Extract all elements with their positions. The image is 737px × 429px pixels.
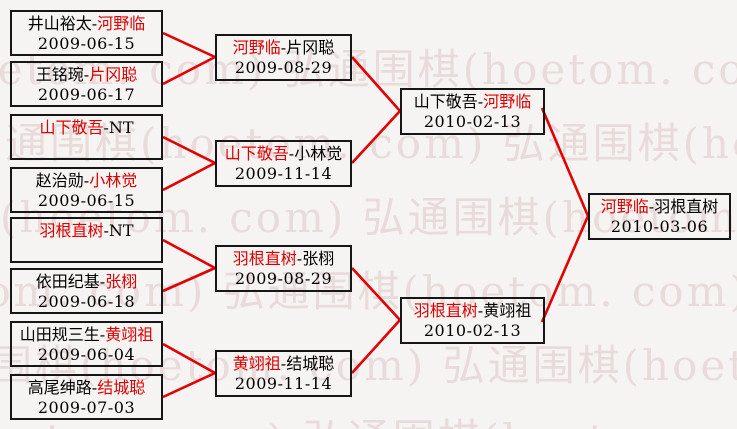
match-box-r1-4: 赵治勋-小林觉 2009-06-15 (10, 167, 163, 213)
player-segment: 依田纪基- (35, 272, 106, 291)
player-segment: 高尾绅路- (27, 378, 98, 397)
connector-line (162, 371, 216, 399)
player-segment: 黄翊祖 (232, 354, 281, 373)
player-segment: 河野临 (97, 14, 146, 33)
connector-line (540, 107, 590, 217)
match-players: 河野临-羽根直树 (590, 197, 729, 217)
match-box-sf-2: 羽根直树-黄翊祖 2010-02-13 (400, 297, 545, 344)
connector-line (351, 110, 401, 164)
connector-line (162, 266, 216, 293)
match-box-r1-8: 高尾绅路-结城聪 2009-07-03 (10, 374, 163, 420)
player-segment: -NT (103, 118, 134, 137)
match-players: 赵治勋-小林觉 (12, 171, 161, 191)
match-players: 河野临-片冈聪 (217, 38, 350, 58)
match-players: 山下敬吾-小林觉 (217, 144, 350, 164)
match-date: 2009-06-15 (37, 34, 136, 53)
match-box-r2-1: 河野临-片冈聪 2009-08-29 (215, 34, 352, 81)
match-players: 山田规三生-黄翊祖 (12, 325, 161, 345)
player-segment: 河野临 (600, 197, 649, 216)
player-segment: 河野临 (232, 38, 281, 57)
match-box-r1-3: 山下敬吾-NT (10, 114, 163, 160)
player-segment: 山下敬吾 (39, 118, 104, 137)
connector-line (162, 55, 216, 86)
watermark-text: 弘通围棋(hoetom. com) 弘通围棋(hoetom. com) 弘通围棋… (0, 45, 737, 94)
match-date: 2009-08-29 (234, 269, 333, 288)
match-box-r1-1: 井山裕太-河野临 2009-06-15 (10, 10, 163, 56)
match-date: 2009-11-14 (234, 164, 333, 183)
match-players: 羽根直树-黄翊祖 (402, 301, 543, 321)
match-box-sf-1: 山下敬吾-河野临 2010-02-13 (400, 88, 545, 135)
player-segment: -张栩 (296, 249, 335, 268)
connector-line (162, 135, 216, 165)
player-segment: 山田规三生- (19, 325, 106, 344)
watermark-text: 弘通围棋(hoetom. com) 弘通围棋(hoetom. com) 弘通围棋… (0, 415, 737, 429)
player-segment: 山下敬吾- (413, 92, 484, 111)
player-segment: -片冈聪 (280, 38, 335, 57)
match-date: 2010-03-06 (610, 217, 709, 236)
player-segment: 羽根直树 (413, 301, 478, 320)
connector-line (351, 319, 401, 374)
match-box-r1-6: 依田纪基-张栩 2009-06-18 (10, 268, 163, 314)
player-segment: -小林觉 (288, 144, 343, 163)
player-segment: -结城聪 (280, 354, 335, 373)
match-date: 2009-06-18 (37, 292, 136, 311)
player-segment: 张栩 (105, 272, 138, 291)
match-box-r1-7: 山田规三生-黄翊祖 2009-06-04 (10, 321, 163, 367)
connector-line (162, 31, 216, 59)
watermark-text: 弘通围棋(hoetom. com) 弘通围棋(hoetom. com) 弘通围棋… (0, 267, 737, 316)
match-players: 黄翊祖-结城聪 (217, 354, 350, 374)
player-segment: 王铭琬- (35, 65, 90, 84)
match-players: 山下敬吾-河野临 (402, 92, 543, 112)
player-segment: 山下敬吾 (224, 144, 289, 163)
player-segment: 井山裕太- (27, 14, 98, 33)
match-players: 山下敬吾-NT (12, 118, 161, 138)
connector-line (162, 342, 216, 375)
connector-line (540, 215, 590, 323)
connector-line (162, 161, 216, 192)
match-date: 2009-06-04 (37, 345, 136, 364)
connector-line (351, 267, 401, 321)
match-box-r1-5: 羽根直树-NT (10, 217, 163, 263)
player-segment: 结城聪 (97, 378, 146, 397)
match-players: 高尾绅路-结城聪 (12, 378, 161, 398)
match-players: 井山裕太-河野临 (12, 14, 161, 34)
match-box-r2-4: 黄翊祖-结城聪 2009-11-14 (215, 350, 352, 397)
player-segment: 河野临 (483, 92, 532, 111)
player-segment: -羽根直树 (648, 197, 719, 216)
player-segment: 黄翊祖 (105, 325, 154, 344)
connector-line (162, 238, 216, 270)
match-players: 羽根直树-NT (12, 221, 161, 241)
match-players: 王铭琬-片冈聪 (12, 65, 161, 85)
match-date: 2009-06-17 (37, 85, 136, 104)
player-segment: 片冈聪 (89, 65, 138, 84)
player-segment: -黄翊祖 (477, 301, 532, 320)
match-players: 依田纪基-张栩 (12, 272, 161, 292)
player-segment: 小林觉 (89, 171, 138, 190)
match-date: 2009-11-14 (234, 374, 333, 393)
player-segment: 赵治勋- (35, 171, 90, 190)
match-box-r1-2: 王铭琬-片冈聪 2009-06-17 (10, 61, 163, 107)
match-box-r2-2: 山下敬吾-小林觉 2009-11-14 (215, 140, 352, 187)
player-segment: -NT (103, 221, 134, 240)
match-date: 2010-02-13 (423, 321, 522, 340)
match-date: 2009-07-03 (37, 398, 136, 417)
match-box-final: 河野临-羽根直树 2010-03-06 (588, 193, 731, 240)
connector-line (351, 56, 401, 112)
match-date: 2009-08-29 (234, 58, 333, 77)
player-segment: 羽根直树 (39, 221, 104, 240)
match-date: 2009-06-15 (37, 191, 136, 210)
match-box-r2-3: 羽根直树-张栩 2009-08-29 (215, 245, 352, 292)
player-segment: 羽根直树 (232, 249, 297, 268)
match-players: 羽根直树-张栩 (217, 249, 350, 269)
match-date: 2010-02-13 (423, 112, 522, 131)
